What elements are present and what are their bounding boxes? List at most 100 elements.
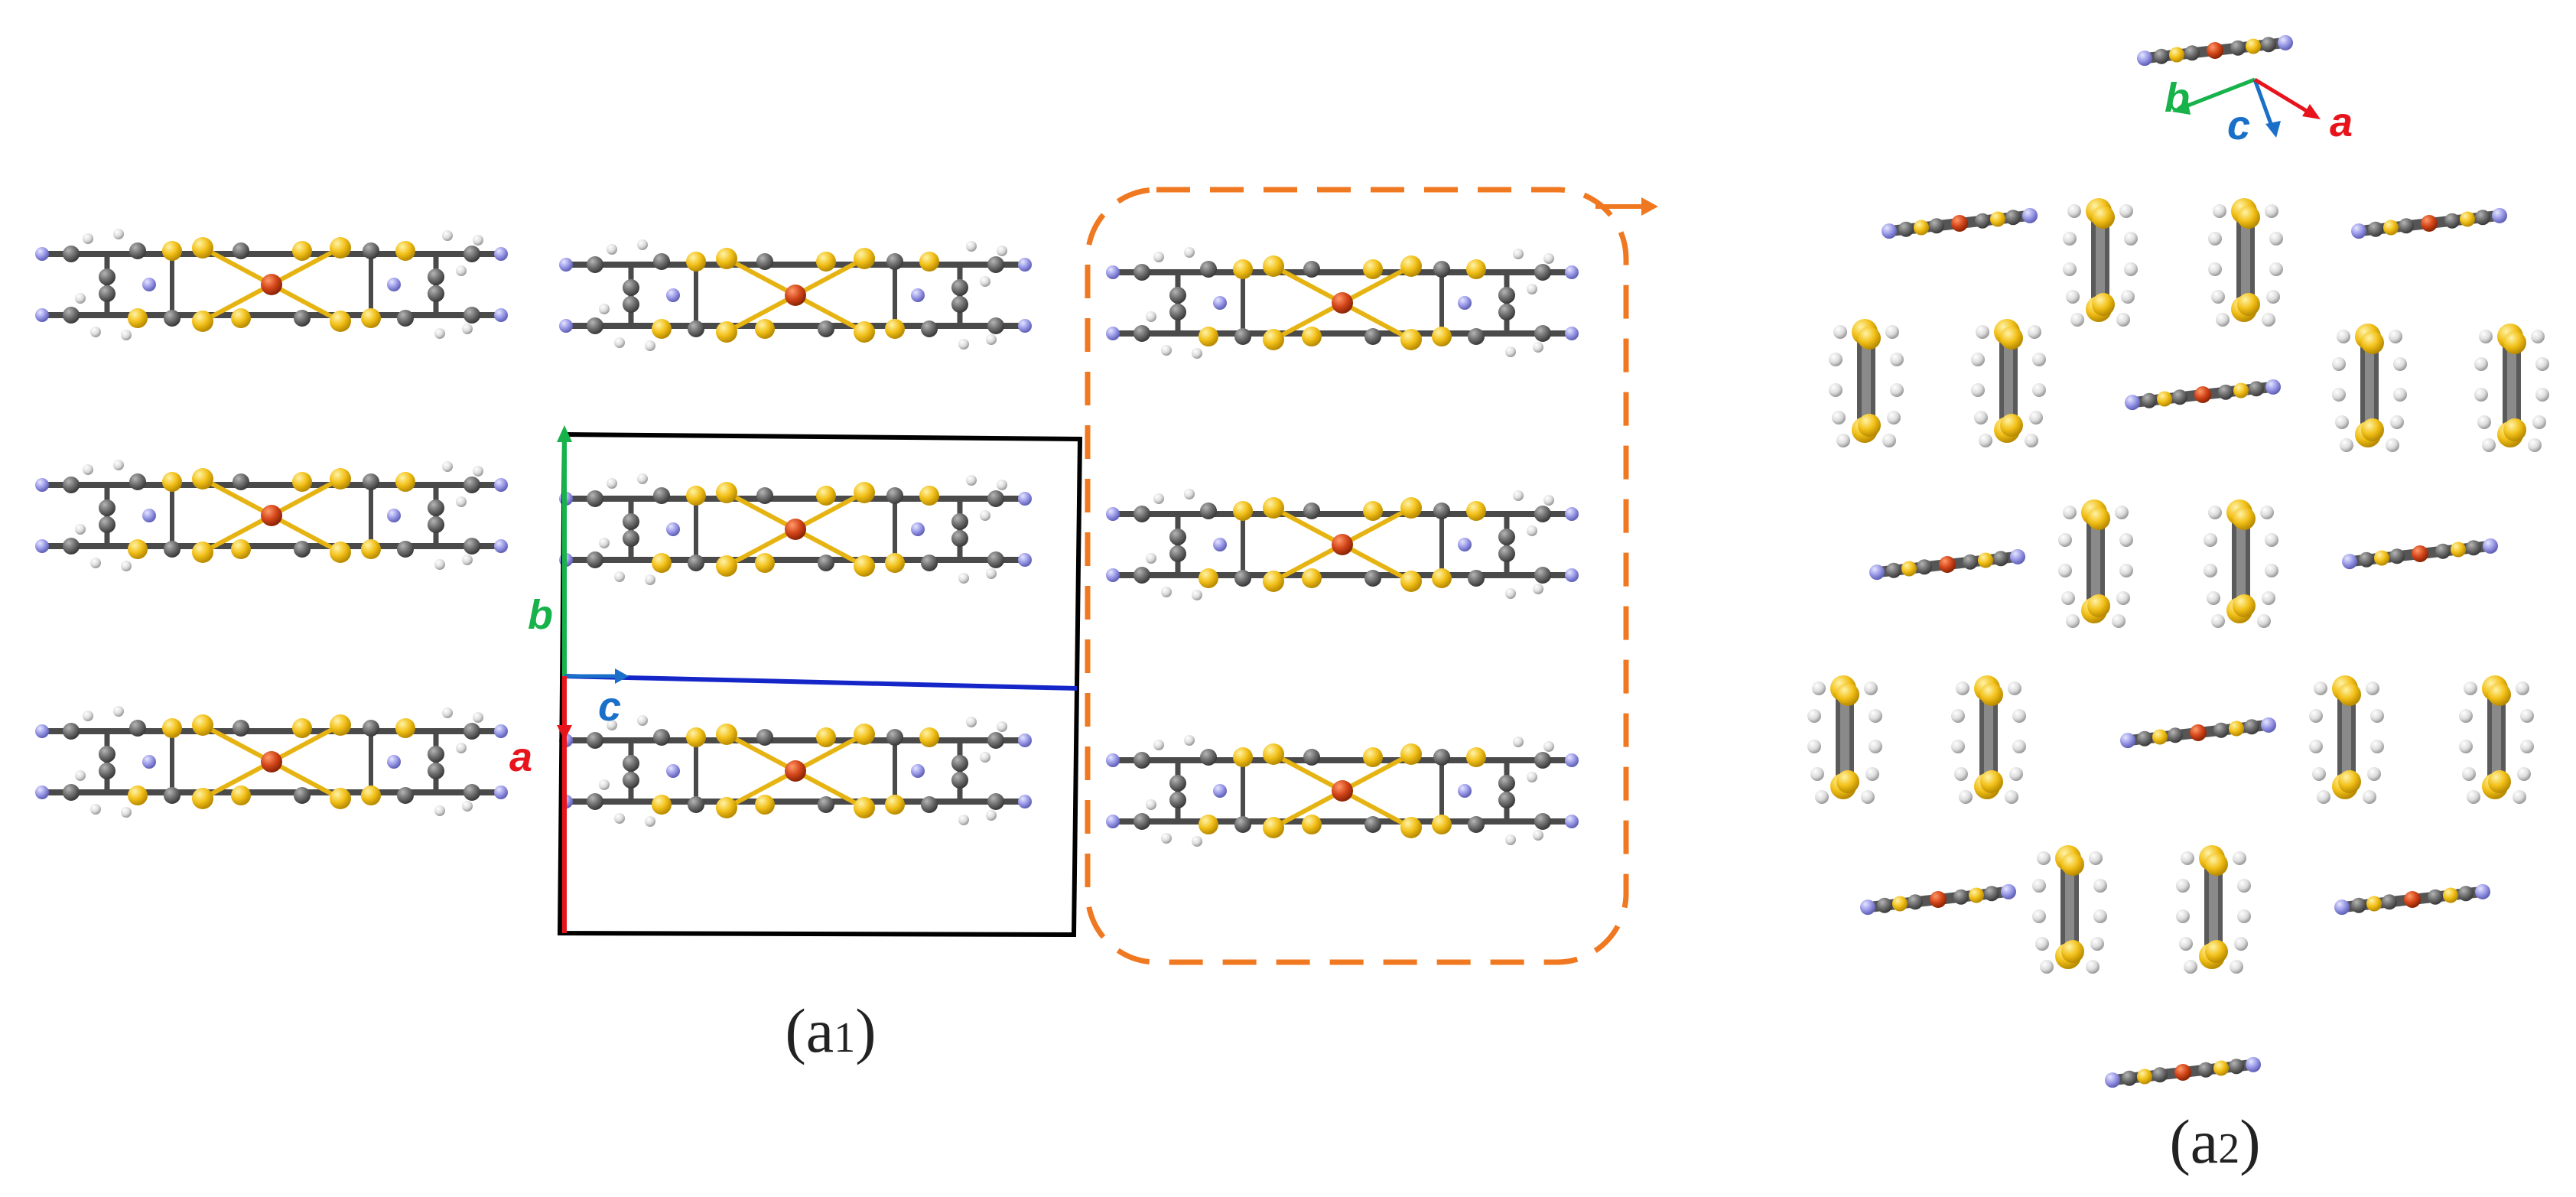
sulfur-atom <box>1836 770 1859 793</box>
nitrogen-atom <box>1565 327 1579 340</box>
hydrogen-atom <box>2089 851 2103 865</box>
carbon-atom <box>2244 719 2259 735</box>
hydrogen-atom <box>1527 772 1537 782</box>
carbon-atom <box>2368 221 2383 237</box>
hydrogen-atom <box>2309 740 2323 753</box>
hydrogen-atom <box>1833 325 1847 339</box>
carbon-atom <box>623 296 639 313</box>
hydrogen-atom <box>2208 232 2222 246</box>
nitrogen-atom <box>1565 265 1579 279</box>
hydrogen-atom <box>2366 681 2379 695</box>
hydrogen-atom <box>2516 681 2529 695</box>
carbon-atom <box>1303 261 1320 278</box>
sulfur-atom <box>1400 497 1422 519</box>
axis-b-label: b <box>528 592 553 638</box>
nitrogen-atom <box>387 755 401 769</box>
sulfur-atom <box>2205 940 2228 963</box>
hydrogen-atom <box>1153 740 1164 750</box>
nitrogen-atom <box>2120 733 2135 749</box>
hydrogen-atom <box>2265 564 2278 577</box>
nitrogen-atom <box>2022 207 2038 223</box>
sulfur-atom <box>716 482 737 503</box>
carbon-atom <box>463 477 480 493</box>
metal-atom <box>1332 780 1353 802</box>
hydrogen-atom <box>2066 290 2080 304</box>
molecule-face-on <box>1807 675 1882 804</box>
hydrogen-atom <box>2012 740 2026 753</box>
carbon-atom <box>2458 886 2474 902</box>
sulfur-atom <box>2237 293 2260 316</box>
carbon-atom <box>688 796 704 813</box>
hydrogen-atom <box>599 538 610 548</box>
carbon-atom <box>1953 889 1969 905</box>
sulfur-atom <box>292 718 312 738</box>
hydrogen-atom <box>2008 681 2021 695</box>
hydrogen-atom <box>1951 740 1965 753</box>
nitrogen-atom <box>1213 784 1227 798</box>
hydrogen-atom <box>462 801 473 812</box>
hydrogen-atom <box>2340 438 2353 452</box>
hydrogen-atom <box>2029 411 2043 424</box>
hydrogen-atom <box>2116 591 2130 605</box>
hydrogen-atom <box>473 712 483 723</box>
hydrogen-atom <box>2176 879 2190 893</box>
sulfur-atom <box>330 237 351 259</box>
sulfur-atom <box>1263 329 1284 350</box>
hydrogen-atom <box>2208 262 2222 276</box>
axis-a-arrowhead <box>557 725 572 740</box>
carbon-atom <box>653 253 670 270</box>
carbon-atom <box>129 242 146 259</box>
hydrogen-atom <box>2269 232 2283 246</box>
carbon-atom <box>233 720 249 737</box>
carbon-atom <box>428 746 444 763</box>
carbon-atom <box>951 772 968 789</box>
hydrogen-atom <box>434 328 445 339</box>
hydrogen-atom <box>2009 767 2023 781</box>
nitrogen-atom <box>494 308 508 322</box>
carbon-atom <box>653 729 670 746</box>
sulfur-atom <box>755 795 775 815</box>
nitrogen-atom <box>1458 784 1472 798</box>
hydrogen-atom <box>2063 262 2077 276</box>
hydrogen-atom <box>2230 960 2243 974</box>
metal-atom <box>2194 386 2211 403</box>
sulfur-atom <box>1233 501 1253 521</box>
hydrogen-atom <box>2070 313 2084 327</box>
hydrogen-atom <box>2531 330 2545 343</box>
metal-atom <box>2190 724 2207 741</box>
carbon-atom <box>2466 540 2481 556</box>
sulfur-atom <box>192 237 213 259</box>
nitrogen-atom <box>494 247 508 261</box>
carbon-atom <box>688 320 704 337</box>
carbon-atom <box>2261 37 2276 53</box>
hydrogen-atom <box>1807 740 1821 753</box>
molecule-edge-on <box>1882 207 2038 239</box>
hydrogen-atom <box>1543 495 1554 506</box>
hydrogen-atom <box>2037 851 2051 865</box>
nitrogen-atom <box>1458 538 1472 551</box>
axis-a-arrowhead-right <box>2302 104 2321 119</box>
carbon-atom <box>2444 213 2460 229</box>
nitrogen-atom <box>911 288 925 302</box>
sulfur-atom <box>1914 220 1929 236</box>
hydrogen-atom <box>2207 591 2220 605</box>
hydrogen-atom <box>2363 790 2376 804</box>
nitrogen-atom <box>1106 568 1120 582</box>
nitrogen-atom <box>2246 1056 2261 1072</box>
sulfur-atom <box>1400 817 1422 838</box>
hydrogen-atom <box>1810 767 1824 781</box>
hydrogen-atom <box>2116 313 2130 327</box>
molecule-body-highlight <box>2091 517 2100 609</box>
sulfur-atom <box>1263 817 1284 838</box>
carbon-atom <box>921 796 938 813</box>
carbon-atom <box>129 473 146 490</box>
molecule <box>559 473 1032 585</box>
hydrogen-atom <box>2093 879 2107 893</box>
sulfur-atom <box>755 553 775 573</box>
carbon-atom <box>2005 210 2021 226</box>
hydrogen-atom <box>2317 790 2330 804</box>
carbon-atom <box>1498 529 1515 545</box>
nitrogen-atom <box>1882 223 1897 239</box>
nitrogen-atom <box>1018 492 1032 506</box>
molecule-face-on <box>2063 198 2138 327</box>
